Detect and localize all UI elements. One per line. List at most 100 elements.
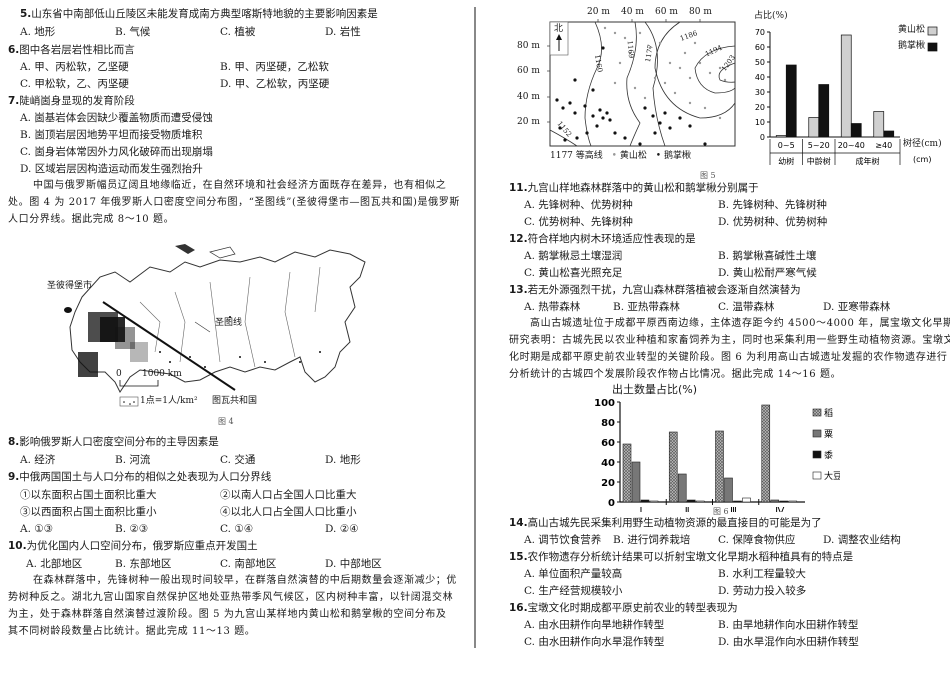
question-14: 14.高山古城先民采集利用野生动植物资源的最直接目的可能是为了	[509, 518, 822, 529]
x-axis-label: 树径(cm)	[903, 139, 942, 149]
question-10: 10.为优化国内人口空间分布，俄罗斯应重点开发国土	[8, 541, 258, 552]
label-tuva: 图瓦共和国	[212, 396, 258, 406]
option-d: D. 优势树种、优势树种	[718, 216, 828, 228]
passage-line: 其不同树龄段数量占比统计。据此完成 11～13 题。	[8, 626, 256, 637]
question-number: 9.	[8, 471, 20, 483]
legend-pine: 黄山松	[898, 25, 926, 35]
question-number: 10.	[8, 540, 27, 552]
question-number: 13.	[509, 284, 528, 296]
passage-line: 为主，处于森林群落自然演替过渡阶段。图 5 为九宫山某样地内黄山松和鹅掌楸的空间…	[8, 609, 447, 620]
passage-line: 人口分界线。据此完成 8～10 题。	[8, 214, 175, 225]
question-stem: 为优化国内人口空间分布，俄罗斯应重点开发国土	[26, 540, 258, 552]
question-number: 6.	[8, 44, 20, 56]
question-13: 13.若无外源强烈干扰，九宫山森林群落植被会逐渐自然演替为	[509, 285, 801, 296]
svg-text:黍: 黍	[824, 449, 833, 461]
question-number: 15.	[509, 551, 528, 563]
option-b: B. ②③	[115, 523, 149, 535]
question-5: 5.山东省中南部低山丘陵区未能发育成南方典型喀斯特地貌的主要影响因素是	[20, 9, 378, 20]
svg-text:≥40: ≥40	[875, 141, 892, 150]
svg-text:5~20: 5~20	[808, 141, 830, 150]
question-stem: 图中各岩层岩性相比而言	[19, 44, 135, 56]
question-12: 12.符合样地内树木环境适应性表现的是	[509, 234, 696, 245]
option-b: B. 亚热带森林	[613, 301, 680, 313]
passage-line: 处。图 4 为 2017 年俄罗斯人口密度空间分布图，“圣图线”(圣彼得堡市—图…	[8, 197, 460, 208]
svg-text:稻: 稻	[824, 408, 833, 419]
question-stem: 符合样地内树木环境适应性表现的是	[527, 233, 696, 245]
option-b: B. 东部地区	[115, 558, 172, 570]
y-tick-20: 20 m	[517, 117, 540, 127]
svg-text:0: 0	[760, 133, 765, 142]
passage-line: 在森林群落中，先锋树种一般出现时间较早，在群落自然演替的中后期数量会逐渐减少；优	[33, 575, 457, 586]
x-tick-20: 20 m	[587, 7, 610, 17]
passage-line: 高山古城遗址位于成都平原西南边缘，主体遗存距今约 4500～4000 年，属宝墩…	[530, 318, 950, 329]
option-d: D. 甲、乙松软，丙坚硬	[220, 78, 330, 90]
question-number: 12.	[509, 233, 528, 245]
option-c: C. 植被	[220, 26, 256, 38]
population-dots	[78, 312, 321, 377]
question-9: 9.中俄两国国土与人口分布的相似之处表现为人口分界线	[8, 472, 271, 483]
option-c: C. 南部地区	[220, 558, 277, 570]
svg-text:50: 50	[755, 58, 765, 67]
option-c: C. 黄山松喜光照充足	[524, 267, 623, 279]
svg-text:40: 40	[755, 73, 765, 82]
svg-text:20: 20	[755, 103, 765, 112]
y-tick-60: 60 m	[517, 66, 540, 76]
y-tick-40: 40 m	[517, 92, 540, 102]
option-d: D. 岩性	[325, 26, 361, 38]
option-a: A. ①③	[20, 523, 54, 535]
svg-text:中龄树: 中龄树	[807, 156, 831, 166]
option-d: D. 由水旱混作向水田耕作转型	[718, 636, 859, 648]
svg-text:30: 30	[755, 88, 765, 97]
option-d: D. 区域岩层因构造运动而发生强烈抬升	[20, 163, 203, 175]
question-16: 16.宝墩文化时期成都平原史前农业的转型表现为	[509, 603, 738, 614]
column-divider	[474, 7, 476, 648]
option-a: A. 先锋树种、优势树种	[524, 199, 633, 211]
option-b: B. 水利工程量较大	[718, 568, 806, 580]
option-d: D. 劳动力投入较多	[718, 585, 807, 597]
question-7: 7.陡峭崮身显现的发育阶段	[8, 96, 135, 107]
x-tick-40: 40 m	[621, 7, 644, 17]
svg-text:Ⅰ: Ⅰ	[640, 506, 643, 512]
svg-text:大豆: 大豆	[824, 470, 840, 482]
question-number: 14.	[509, 517, 528, 529]
passage-line: 中国与俄罗斯幅员辽阔且地缘临近，在自然环境和社会经济方面既存在差异，也有相似之	[33, 180, 447, 191]
svg-text:80: 80	[601, 418, 615, 429]
option-c: C. 崮身岩体常因外力风化破碎而出现崩塌	[20, 146, 213, 158]
svg-text:20~40: 20~40	[838, 141, 865, 150]
svg-text:100: 100	[594, 398, 615, 409]
option-d: D. 调整农业结构	[823, 534, 901, 546]
question-15: 15.农作物遗存分析统计结果可以折射宝墩文化早期水稻种植具有的特点是	[509, 552, 853, 563]
statement-4: ④以北人口占全国人口比重小	[220, 506, 357, 518]
question-stem: 高山古城先民采集利用野生动植物资源的最直接目的可能是为了	[527, 517, 822, 529]
contour-label-1169: 1169	[625, 40, 636, 59]
tulip-dot-icon: •	[655, 151, 662, 161]
svg-text:Ⅳ: Ⅳ	[775, 506, 785, 512]
option-b: B. 鹅掌楸喜碱性土壤	[718, 250, 817, 262]
option-b: B. 先锋树种、先锋树种	[718, 199, 827, 211]
north-label: 北	[554, 24, 564, 34]
option-a: A. 鹅掌楸忌土壤湿润	[524, 250, 623, 262]
svg-text:70: 70	[755, 28, 765, 37]
question-stem: 宝墩文化时期成都平原史前农业的转型表现为	[527, 602, 738, 614]
svg-text:(cm): (cm)	[913, 155, 931, 164]
option-a: A. 调节饮食营养	[524, 534, 602, 546]
legend-pine-label: 黄山松	[619, 151, 647, 161]
question-stem: 陡峭崮身显现的发育阶段	[19, 95, 135, 107]
option-c: C. 甲松软，乙、丙坚硬	[20, 78, 129, 90]
option-b: B. 崮顶岩层因地势平坦而接受物质堆积	[20, 129, 203, 141]
option-b: B. 气候	[115, 26, 151, 38]
svg-text:成年树: 成年树	[856, 156, 880, 166]
svg-text:20: 20	[601, 478, 615, 489]
tulip-dots	[555, 46, 707, 146]
option-a: A. 甲、丙松软，乙坚硬	[20, 61, 129, 73]
option-c: C. ①④	[220, 523, 254, 535]
svg-text:60: 60	[755, 43, 765, 52]
question-stem: 影响俄罗斯人口密度空间分布的主导因素是	[19, 436, 219, 448]
svg-text:10: 10	[755, 118, 765, 127]
question-8: 8.影响俄罗斯人口密度空间分布的主导因素是	[8, 437, 219, 448]
option-a: A. 崮基岩体会因缺少覆盖物质而遭受侵蚀	[20, 112, 213, 124]
